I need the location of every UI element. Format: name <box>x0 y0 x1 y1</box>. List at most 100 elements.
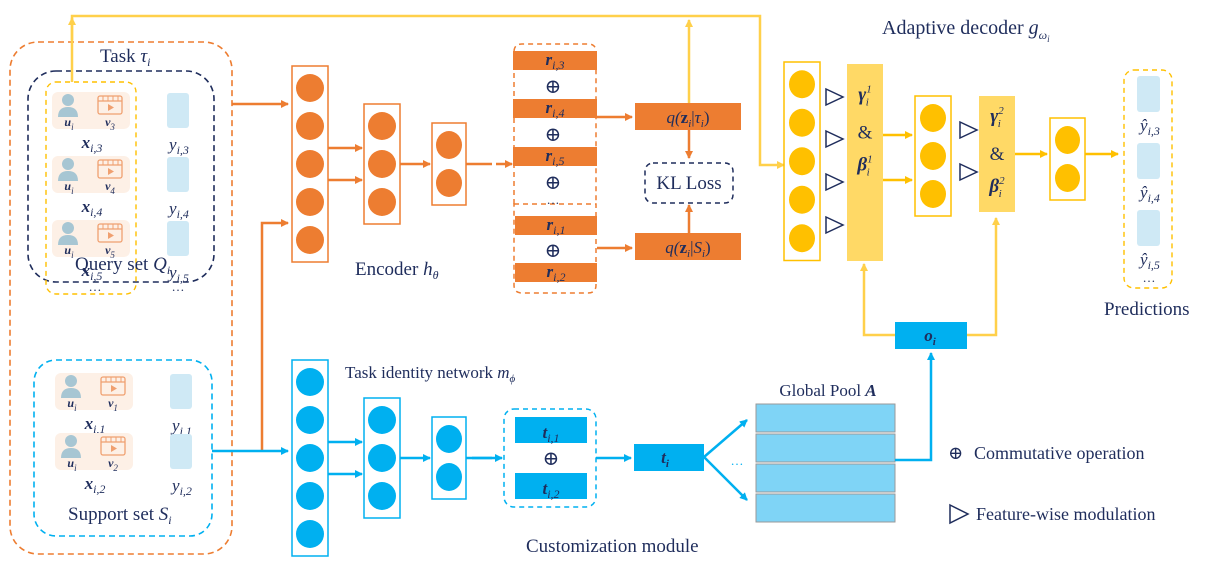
x-symbol: xi,5 <box>81 261 103 283</box>
encoder-layer-1 <box>291 65 329 263</box>
item-symbol: v1 <box>108 396 118 413</box>
y-symbol: yi,3 <box>167 135 189 157</box>
item-symbol: v4 <box>105 179 115 196</box>
neuron <box>789 70 815 99</box>
query-representation-label: ri,3 <box>546 50 565 72</box>
neuron <box>1055 164 1080 192</box>
x-symbol: xi,2 <box>84 474 106 496</box>
label-box <box>167 221 189 256</box>
user-icon <box>61 375 81 398</box>
pool-arrows-ellipsis: … <box>731 453 744 468</box>
support-to-encoder-arrow <box>260 219 289 451</box>
video-icon <box>97 159 123 179</box>
decoder-layer-2 <box>914 95 952 217</box>
task-posterior-box <box>635 103 741 130</box>
legend: ⊕ Commutative operation Feature-wise mod… <box>948 443 1155 525</box>
task-embedding-label: ti,1 <box>542 423 559 445</box>
triangle-icon <box>959 162 979 182</box>
video-icon <box>100 436 126 456</box>
support-representation-label: ri,1 <box>547 215 566 237</box>
triangle-icon <box>949 503 970 525</box>
oi-label: oi <box>924 326 937 348</box>
user-symbol: ui <box>67 456 77 473</box>
query-representations-box <box>513 43 597 204</box>
support-representations-box <box>513 203 597 294</box>
representations-ellipsis: … <box>547 192 560 207</box>
support-set-label: Support set Si <box>68 504 172 527</box>
tin-layer-2 <box>363 397 401 519</box>
film-amp: & <box>858 123 873 144</box>
prediction-box <box>1137 143 1160 179</box>
neuron <box>296 520 324 548</box>
item-symbol: v2 <box>108 456 118 473</box>
support-posterior-label: q(zi|Si) <box>665 238 710 260</box>
pool-slot <box>755 433 896 463</box>
ti-box <box>634 444 704 471</box>
neuron <box>436 131 462 159</box>
y-symbol: yi,5 <box>167 263 189 285</box>
triangle-icon <box>825 129 845 149</box>
pool-to-oi-arrow <box>895 352 935 462</box>
query-representation-box <box>513 147 597 166</box>
triangle-icon <box>959 120 979 140</box>
prediction-label: ŷi,5 <box>1138 250 1160 272</box>
neuron <box>296 226 324 254</box>
neuron <box>436 169 462 197</box>
encoder-network <box>291 65 492 263</box>
query-set-box <box>27 70 215 283</box>
prediction-box <box>1137 210 1160 246</box>
decoder-label: Adaptive decoder gωi <box>882 17 1050 44</box>
query-representation-box <box>513 99 597 118</box>
oplus-icon: ⊕ <box>543 448 560 470</box>
support-representation-box <box>515 263 597 282</box>
support-set-box <box>33 359 213 537</box>
item-symbol: v5 <box>105 243 115 260</box>
video-icon <box>97 95 123 115</box>
oplus-icon: ⊕ <box>948 443 963 463</box>
neuron <box>789 224 815 253</box>
query-inputs-ellipsis: … <box>89 279 102 294</box>
global-pool <box>755 403 896 523</box>
neuron <box>920 142 946 170</box>
task-label: Task τi <box>100 46 151 69</box>
label-box <box>170 434 192 469</box>
film-amp: & <box>990 144 1005 165</box>
neuron <box>296 112 324 140</box>
neuron <box>368 406 396 434</box>
oplus-icon: ⊕ <box>545 172 562 194</box>
predictions-label: Predictions <box>1104 299 1190 320</box>
legend-modulation-label: Feature-wise modulation <box>976 504 1155 524</box>
user-symbol: ui <box>64 243 74 260</box>
triangle-icon <box>825 172 845 192</box>
oi-box <box>895 322 967 349</box>
neuron <box>920 180 946 208</box>
query-representation-label: ri,4 <box>546 98 565 120</box>
neuron <box>368 112 396 140</box>
pool-slot <box>755 463 896 493</box>
x-symbol: xi,3 <box>81 133 103 155</box>
x-symbol: xi,4 <box>81 197 103 219</box>
prediction-label: ŷi,4 <box>1138 183 1160 205</box>
prediction-label: ŷi,3 <box>1138 116 1160 138</box>
oi-to-film2-arrow <box>967 217 1000 337</box>
neuron <box>296 406 324 434</box>
neuron <box>789 108 815 137</box>
oi-to-film1-arrow <box>860 263 895 337</box>
neuron <box>296 150 324 178</box>
task-identity-label: Task identity network mϕ <box>345 363 516 385</box>
ti-label: ti <box>661 448 670 470</box>
tin-layer-1 <box>291 359 329 557</box>
y-symbol: yi,2 <box>170 476 192 498</box>
neuron <box>296 188 324 216</box>
user-icon <box>58 222 78 245</box>
oplus-icon: ⊕ <box>545 240 562 262</box>
